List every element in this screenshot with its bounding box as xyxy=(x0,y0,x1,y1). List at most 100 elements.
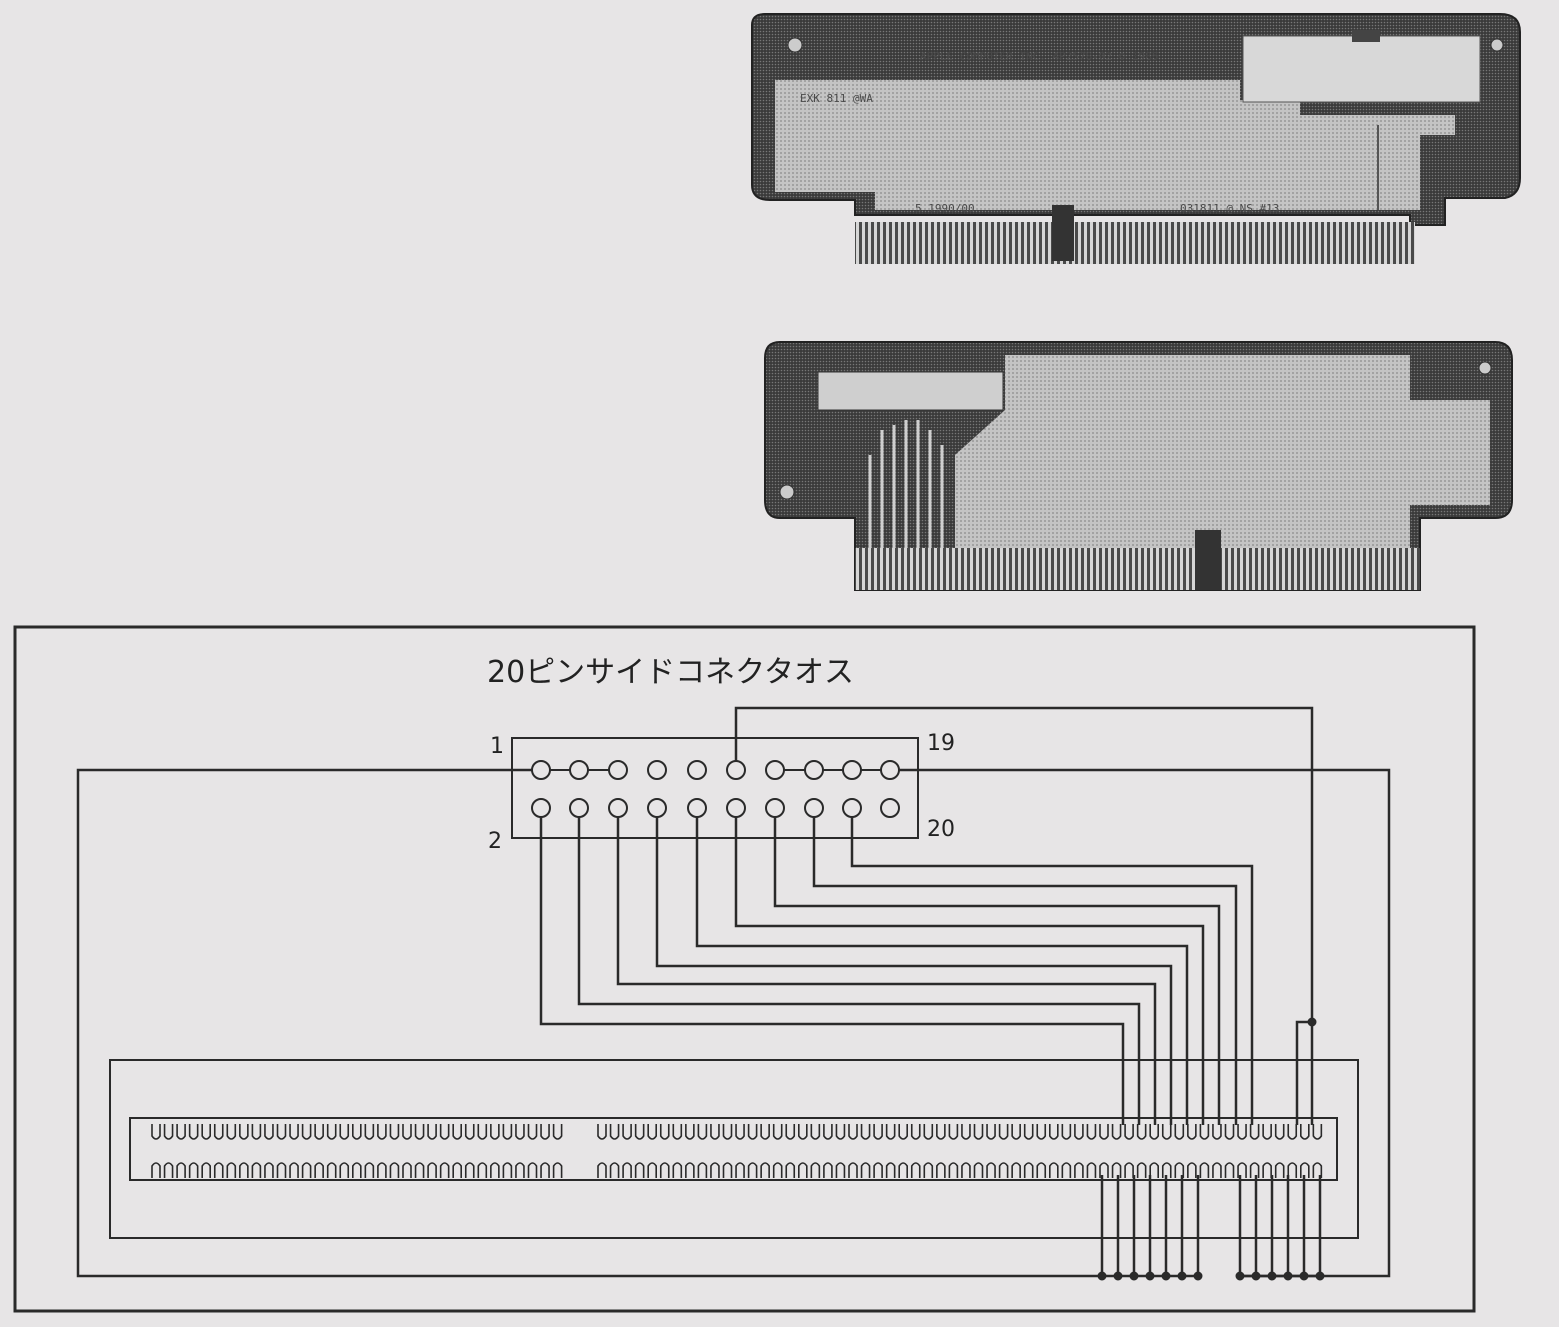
slot-contact xyxy=(151,1162,161,1178)
slot-contact xyxy=(1262,1124,1272,1140)
slot-contact xyxy=(910,1124,921,1140)
slot-contact xyxy=(747,1162,758,1178)
slot-contact xyxy=(634,1124,645,1140)
slot-contact xyxy=(973,1124,984,1140)
slot-contact xyxy=(414,1124,425,1140)
slot-contact xyxy=(1086,1162,1097,1178)
card-front-edge-connector xyxy=(855,222,1415,264)
slot-contact xyxy=(213,1124,224,1140)
card-front-hole-left xyxy=(787,37,803,53)
slot-contact xyxy=(1049,1124,1059,1140)
slot-contact xyxy=(176,1162,186,1178)
slot-contact xyxy=(1187,1162,1197,1178)
slot-contact xyxy=(239,1124,249,1140)
slot-contact xyxy=(1312,1162,1323,1178)
slot-contact xyxy=(760,1162,770,1178)
slot-contact xyxy=(936,1162,946,1178)
slot-contact xyxy=(1124,1162,1134,1178)
slot-contact xyxy=(1300,1124,1310,1140)
slot-contact xyxy=(860,1162,871,1178)
connector-pins xyxy=(531,760,900,818)
slot-contact xyxy=(502,1162,513,1178)
slot-contact xyxy=(1187,1124,1197,1140)
slot-contact xyxy=(264,1124,274,1140)
pin-1 xyxy=(531,760,551,780)
slot-contact xyxy=(848,1124,858,1140)
slot-contact xyxy=(1149,1162,1159,1178)
slot-contact xyxy=(597,1124,607,1140)
slot-contact xyxy=(772,1162,783,1178)
wire-loop-left xyxy=(76,768,1100,1278)
slot-contact xyxy=(1074,1162,1084,1178)
slot-contact xyxy=(948,1162,959,1178)
slot-board-outline xyxy=(109,1059,1359,1239)
card-front-part2: 031811 @ NS #13 xyxy=(1180,202,1279,215)
slot-contact xyxy=(389,1124,400,1140)
slot-contact xyxy=(785,1162,796,1178)
schematic: 20ピンサイドコネクタオス 1 2 19 20 xyxy=(13,625,1476,1313)
slot-contact xyxy=(1023,1124,1034,1140)
pin-9 xyxy=(687,760,707,780)
slot-contact xyxy=(452,1124,462,1140)
slot-contact xyxy=(226,1162,237,1178)
pin-5 xyxy=(608,760,628,780)
slot-contact xyxy=(659,1162,670,1178)
card-back-connector-pads xyxy=(817,371,1004,411)
wire-pin-6 xyxy=(616,817,1157,1125)
slot-contact xyxy=(785,1124,796,1140)
slot-contact xyxy=(326,1162,337,1178)
pin1-label: 1 xyxy=(490,734,504,759)
card-photo-front: APPLE COMPUTER INC. 4P2578-02 © 1985 EXK… xyxy=(751,13,1521,264)
slot-contact xyxy=(1149,1124,1159,1140)
slot-contact xyxy=(898,1162,908,1178)
pin-3 xyxy=(569,760,589,780)
slot-contact xyxy=(961,1162,971,1178)
slot-contact xyxy=(552,1124,563,1140)
slot-contact xyxy=(540,1124,550,1140)
slot-contact xyxy=(823,1124,833,1140)
slot-contact xyxy=(1111,1124,1122,1140)
slot-contact xyxy=(1061,1124,1072,1140)
slot-contact xyxy=(527,1162,538,1178)
slot-contact xyxy=(860,1124,871,1140)
slot-contact xyxy=(552,1162,563,1178)
slot-contact xyxy=(998,1162,1009,1178)
slot-contact xyxy=(885,1162,896,1178)
card-back-fan-traces xyxy=(868,420,944,560)
slot-contact xyxy=(176,1124,186,1140)
slot-contact xyxy=(747,1124,758,1140)
slot-contact xyxy=(923,1162,934,1178)
slot-contact xyxy=(1274,1124,1285,1140)
slot-contact xyxy=(188,1162,199,1178)
slot-contact xyxy=(685,1162,695,1178)
slot-contact xyxy=(936,1124,946,1140)
slot-contact xyxy=(377,1124,387,1140)
slot-contact xyxy=(885,1124,896,1140)
pin19-label: 19 xyxy=(927,731,955,756)
slot-contact xyxy=(427,1124,437,1140)
slot-contact xyxy=(1312,1124,1323,1140)
slot-contact xyxy=(527,1124,538,1140)
slot-contact xyxy=(289,1162,299,1178)
slot-contact xyxy=(502,1124,513,1140)
pin-19 xyxy=(880,760,900,780)
slot-contact xyxy=(477,1162,488,1178)
card-front-face xyxy=(775,80,1455,210)
slot-contact xyxy=(1212,1124,1222,1140)
slot-contact xyxy=(1199,1162,1210,1178)
slot-contact xyxy=(389,1162,400,1178)
pin-13 xyxy=(765,760,785,780)
slot-contact xyxy=(201,1124,211,1140)
slot-contact xyxy=(226,1124,237,1140)
slot-contact xyxy=(597,1162,607,1178)
slot-contact xyxy=(1249,1162,1260,1178)
slot-contact xyxy=(1124,1124,1134,1140)
slot-contact xyxy=(1237,1162,1247,1178)
wire-pin-14 xyxy=(773,817,1221,1125)
slot-contact xyxy=(464,1162,475,1178)
slot-contact xyxy=(672,1162,683,1178)
slot-contact xyxy=(672,1124,683,1140)
slot-contacts xyxy=(151,1124,1323,1178)
slot-contact xyxy=(339,1162,350,1178)
slot-contact xyxy=(515,1124,525,1140)
